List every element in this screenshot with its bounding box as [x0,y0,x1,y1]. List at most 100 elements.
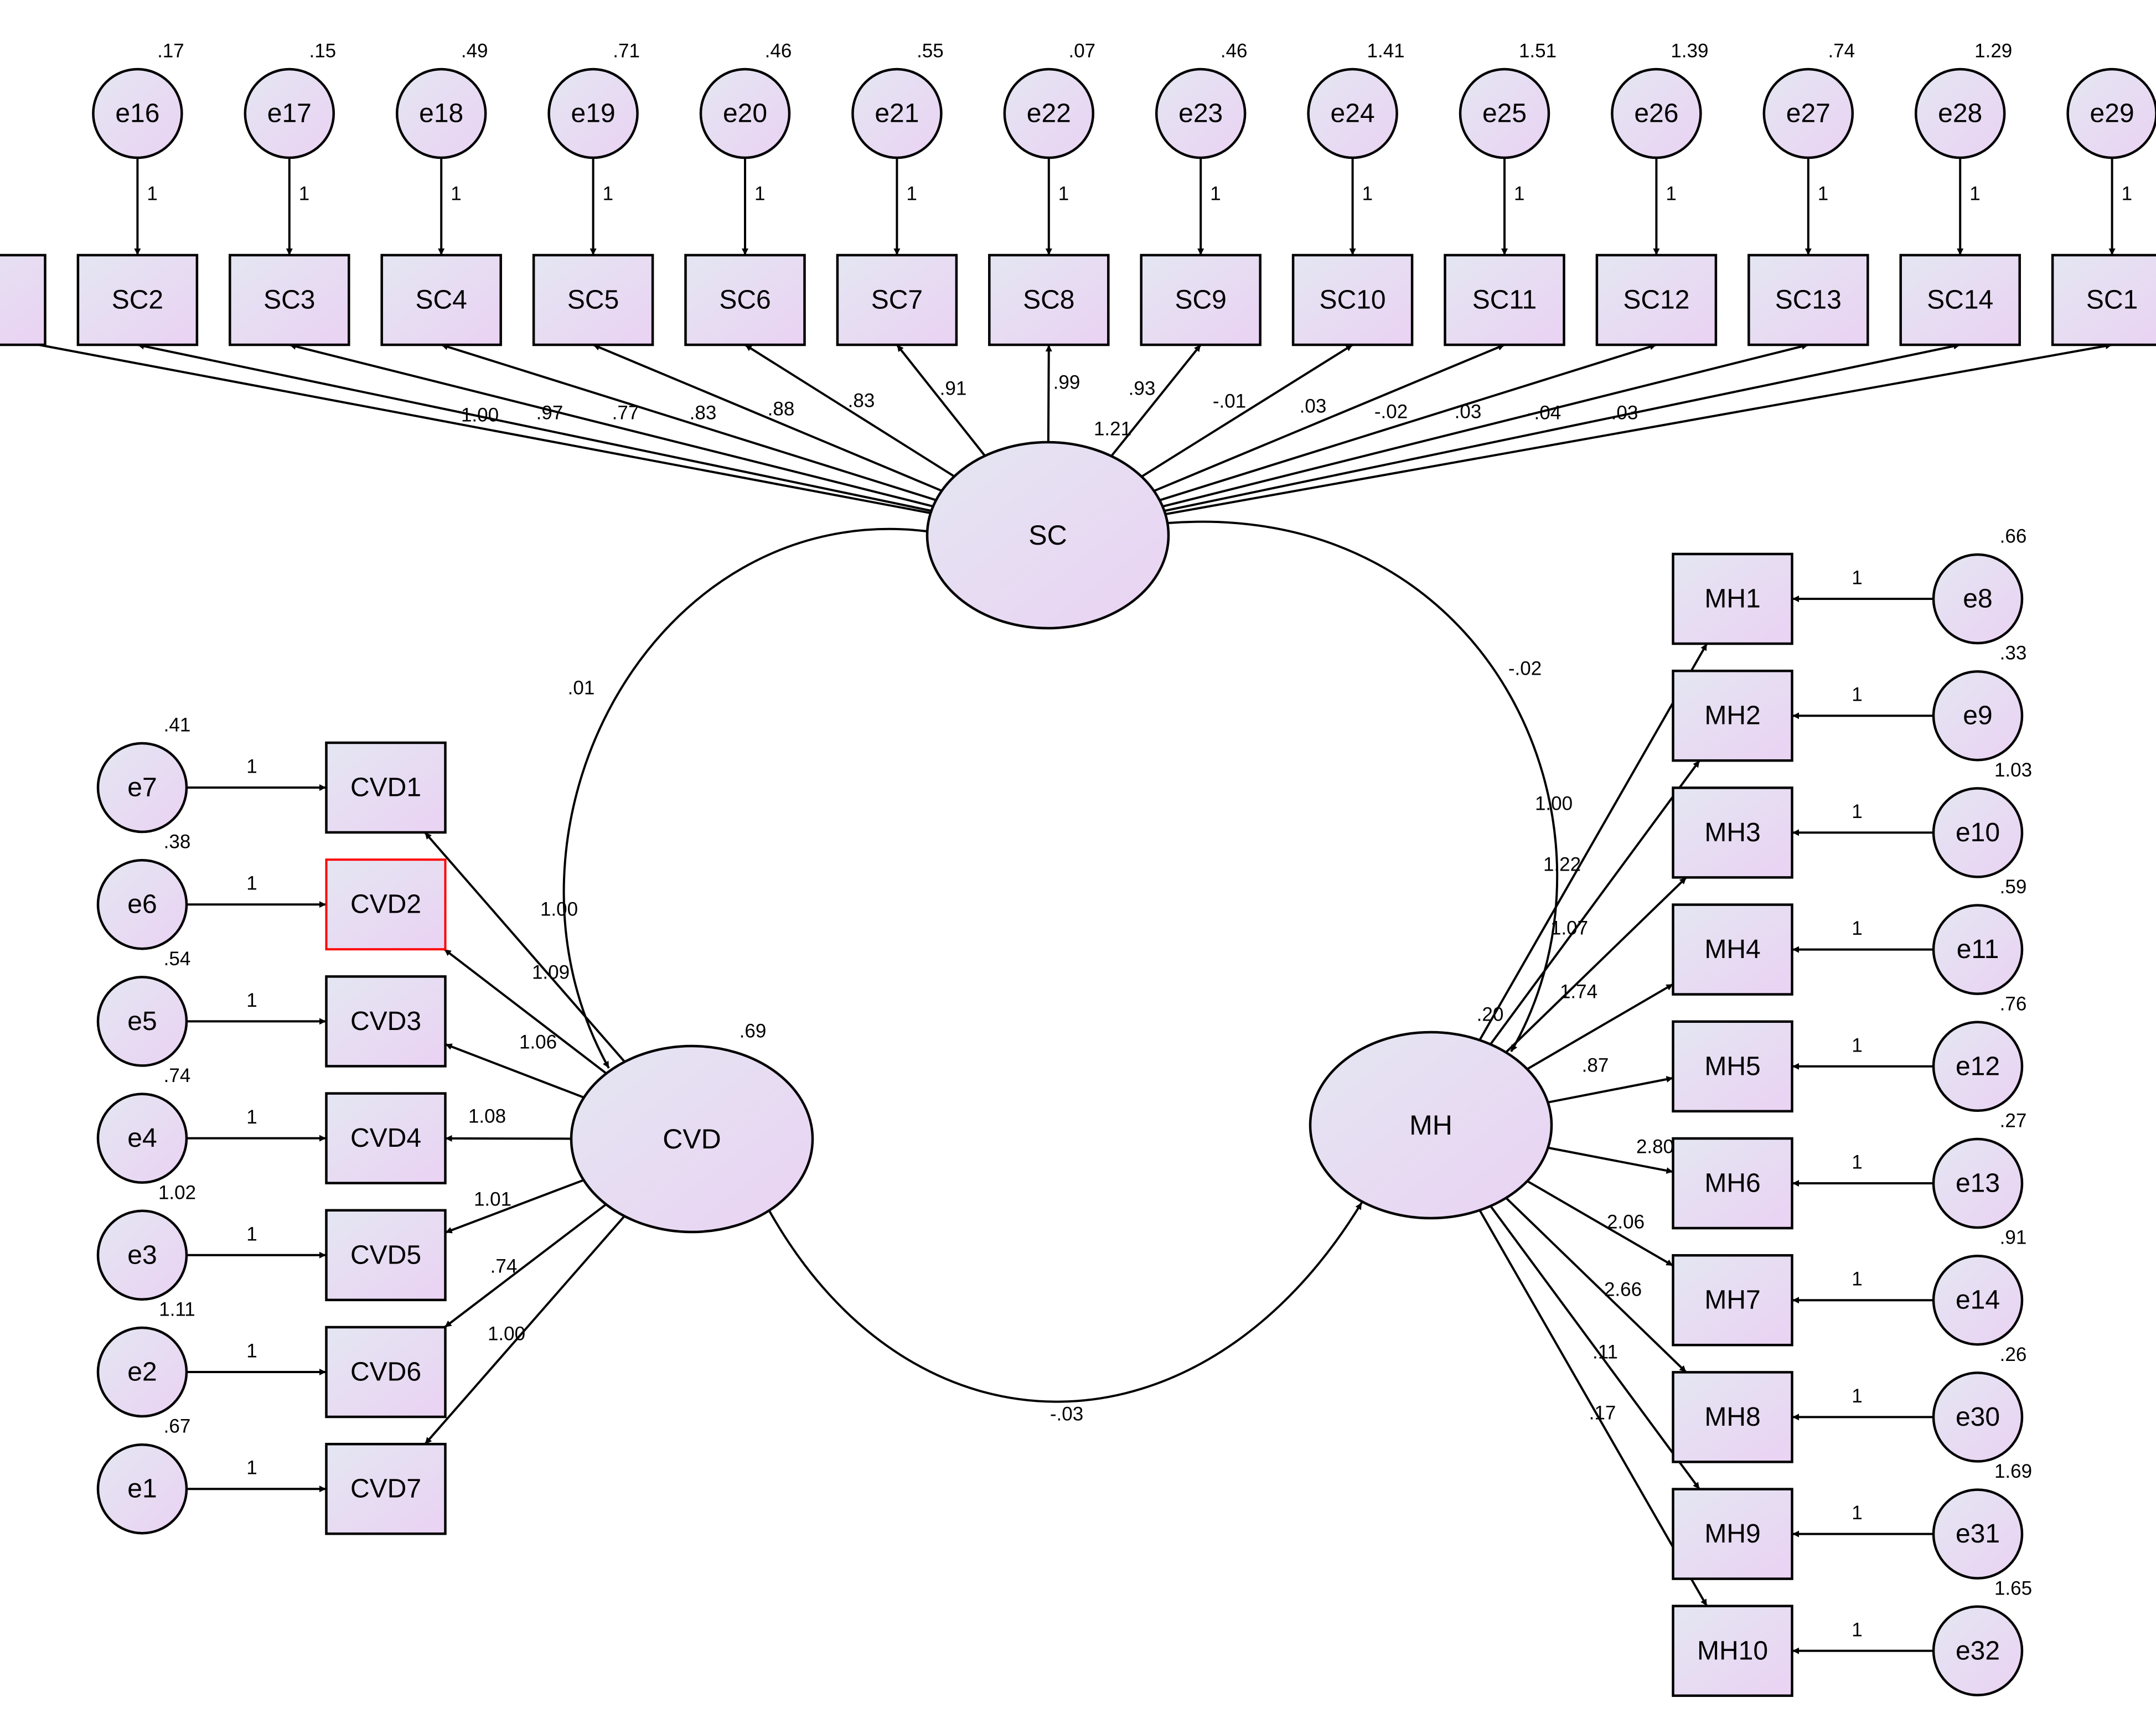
loading-path-cvd2 [443,948,607,1075]
loading-path-mh6 [1548,1146,1673,1174]
loading-path-mh5 [1547,1076,1673,1104]
fixed-weight-e24: 1 [1362,183,1373,205]
cvd-loading-label-cvd6: .74 [490,1256,518,1277]
error-e6 [96,858,188,950]
error-e31-label: e31 [1956,1519,2000,1549]
sc-loading-label: 1.21 [1094,418,1131,440]
loading-path-cvd3 [444,1043,585,1099]
sc-indicator-sc14 [1899,253,2021,346]
error-e20-label: e20 [723,99,767,128]
fixed-weight-e13: 1 [1852,1152,1862,1173]
fixed-weight-e10: 1 [1852,801,1862,822]
error-variance-e16: .17 [157,40,184,62]
error-e9-label: e9 [1963,701,1992,731]
error-variance-e12: .76 [2000,993,2027,1014]
sc-loading-label: .03 [1455,401,1482,423]
cvd-indicator-cvd2-label: CVD2 [350,890,421,919]
sc-indicator-sc5 [532,253,654,346]
error-variance-e19: .71 [613,40,640,62]
sc-indicator-sc8-label: SC8 [1023,286,1074,315]
loading-path-cvd4 [445,1135,572,1142]
latent-sc [926,441,1170,630]
error-variance-e9: .33 [2000,643,2027,664]
error-e21-label: e21 [875,99,919,128]
latent-sc-label: SC [1028,520,1067,551]
loading-path-sc12 [1159,343,1657,501]
error-variance-e25: 1.51 [1519,40,1557,62]
cvd-indicator-cvd4 [325,1092,447,1184]
fixed-weight-e26: 1 [1666,183,1676,205]
error-e23-label: e23 [1178,99,1223,128]
mh-indicator-mh1 [1672,552,1793,645]
sc-indicator-sc13 [1747,253,1869,346]
latent-cvd-label: CVD [663,1124,721,1155]
sc-indicator-sc7 [836,253,958,346]
sc-indicator-sc13-label: SC13 [1775,286,1842,315]
fixed-weight-e6: 1 [246,873,257,894]
sc-indicator-sc6 [684,253,806,346]
fixed-weight-e16: 1 [147,183,157,205]
cvd-loading-label-cvd7: 1.00 [488,1323,525,1345]
sc-loading-label: .99 [1053,372,1080,394]
latent-mh [1309,1031,1553,1220]
fixed-weight-e32: 1 [1852,1619,1862,1640]
error-e11-label: e11 [1957,935,1999,964]
error-e4-label: e4 [127,1124,157,1153]
fixed-weight-e5: 1 [246,990,257,1011]
error-e10 [1932,787,2024,878]
mh-loading-label-mh3: 1.07 [1550,918,1588,939]
sc-indicator-sc2 [76,253,199,346]
error-e28 [1914,68,2006,159]
loading-path-mh1 [1478,643,1708,1041]
sc-indicator-sc3-label: SC3 [263,286,315,315]
loading-path-mh4 [1526,983,1674,1070]
sc-indicator-sc1-label: SC1 [2086,286,2138,315]
error-e25 [1459,68,1550,159]
cvd-indicator-cvd2 [325,858,447,951]
sc-loading-label: .03 [1611,402,1638,424]
error-variance-e20: .46 [765,40,792,62]
loading-path-sc9 [1110,344,1202,457]
mh-loading-label-mh1: 1.00 [1535,793,1573,815]
cvd-indicator-cvd6 [325,1326,447,1419]
cvd-loading-label-cvd4: 1.08 [468,1106,506,1127]
error-e29-label: e29 [2090,99,2134,128]
mh-loading-label-mh5: .87 [1582,1055,1609,1076]
cvd-indicator-cvd1-label: CVD1 [350,773,421,803]
sc-loading-label: .03 [1300,396,1327,417]
mh-indicator-mh9-label: MH9 [1704,1519,1760,1549]
cvd-indicator-cvd3-label: CVD3 [350,1007,421,1036]
mh-loading-label-mh2: 1.22 [1543,854,1581,876]
loading-path-sc4 [441,343,937,501]
error-e22-label: e22 [1027,99,1071,128]
covariance-label-sc-mh: -.02 [1508,658,1542,680]
error-e27-label: e27 [1786,99,1831,128]
sc-indicator-sc4-label: SC4 [416,286,467,315]
error-e18-label: e18 [419,99,463,128]
mh-indicator-mh8-label: MH8 [1704,1402,1760,1432]
loading-path-mh8 [1505,1197,1687,1373]
mh-indicator-mh6 [1672,1137,1793,1230]
cvd-variance: .69 [740,1021,767,1042]
error-e8 [1932,553,2024,645]
fixed-weight-e2: 1 [246,1340,257,1362]
mh-loading-label-mh10: .17 [1589,1402,1616,1424]
loading-path-sc3 [289,343,934,508]
error-variance-e8: .66 [2000,526,2027,547]
error-e17 [244,68,335,159]
mh-indicator-mh6-label: MH6 [1704,1169,1760,1198]
fixed-weight-e9: 1 [1852,684,1862,706]
error-e3-label: e3 [127,1240,157,1270]
error-variance-e10: 1.03 [1994,759,2032,781]
loading-path-mh2 [1490,760,1700,1045]
sc-indicator-sc2-label: SC2 [112,286,163,315]
loading-path-sc2 [137,343,932,512]
nodes-layer [0,68,2156,1697]
loading-path-cvd7 [424,1215,625,1445]
mh-loading-label-mh4: 1.74 [1560,981,1597,1003]
fixed-weight-e23: 1 [1210,183,1221,205]
sc-indicator-sc10 [1291,253,1414,346]
sc-indicator-sc7-label: SC7 [871,286,923,315]
error-variance-e23: .46 [1221,40,1248,62]
loading-path-sc1 [1165,343,2112,515]
